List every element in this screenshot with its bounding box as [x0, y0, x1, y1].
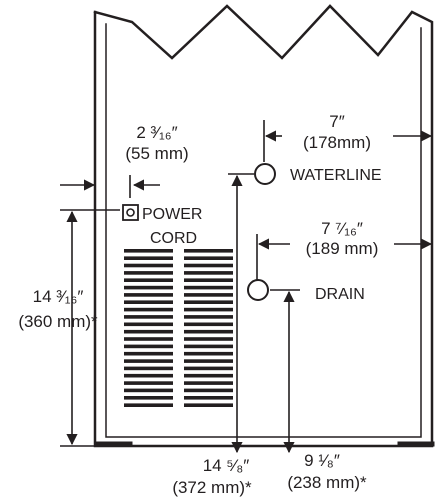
vent-slat: [184, 373, 233, 378]
vent-slat: [124, 388, 173, 393]
vent-slat: [184, 300, 233, 304]
waterline-height-imperial: 14 ⁵⁄₈″: [203, 456, 250, 475]
vent-louvers: [124, 249, 233, 407]
vent-slat: [184, 271, 233, 275]
cabinet-inner-wall: [105, 23, 422, 438]
vent-slat: [124, 351, 173, 356]
power-cord-label-line2: CORD: [150, 230, 197, 247]
vent-slat: [124, 300, 173, 304]
waterline-offset-metric: (178mm): [303, 133, 371, 152]
power-cord-icon: [126, 208, 135, 217]
vent-slat: [124, 344, 173, 349]
vent-slat: [124, 285, 173, 290]
drain-offset-metric: (189 mm): [306, 239, 379, 258]
waterline-offset-imperial: 7″: [329, 112, 344, 131]
waterline-label: WATERLINE: [290, 167, 382, 184]
cabinet-outline: [93, 4, 434, 448]
vent-slat: [124, 256, 173, 260]
vent-slat: [184, 351, 233, 356]
vent-slat: [124, 381, 173, 385]
drain-height-imperial: 9 ¹⁄₈″: [304, 451, 340, 470]
vent-slat: [124, 307, 173, 312]
vent-slat: [184, 388, 233, 393]
vent-slat: [124, 373, 173, 378]
vent-slat: [184, 249, 233, 253]
vent-slat: [124, 396, 173, 400]
vent-slat: [124, 322, 173, 327]
vent-slat: [184, 359, 233, 363]
waterline-fitting-icon: [254, 163, 276, 185]
vent-slat: [124, 263, 173, 268]
vent-slat: [184, 344, 233, 349]
vent-slat: [184, 256, 233, 260]
vent-slat: [124, 366, 173, 371]
cord-offset-metric: (55 mm): [125, 144, 188, 163]
vent-slat: [184, 293, 233, 297]
vent-slat: [124, 293, 173, 297]
drain-height-metric: (238 mm)*: [287, 473, 367, 492]
drain-offset-imperial: 7 ⁷⁄₁₆″: [321, 219, 363, 238]
drain-label: DRAIN: [315, 286, 365, 303]
vent-slat: [184, 329, 233, 334]
vent-slat: [124, 278, 173, 282]
vent-slat: [124, 315, 173, 319]
cord-offset-imperial: 2 ³⁄₁₆″: [136, 123, 177, 142]
vent-slat: [184, 337, 233, 341]
vent-slat: [184, 381, 233, 385]
vent-slat: [124, 337, 173, 341]
cord-height-metric: (360 mm)*: [18, 312, 98, 331]
vent-slat: [184, 263, 233, 268]
vent-slat: [184, 322, 233, 327]
vent-slat: [124, 249, 173, 253]
vent-slat: [184, 285, 233, 290]
vent-slat: [184, 307, 233, 312]
vent-slat: [124, 271, 173, 275]
vent-slat: [124, 329, 173, 334]
vent-slat: [124, 403, 173, 407]
vent-slat: [184, 366, 233, 371]
drain-fitting-icon: [247, 279, 269, 301]
power-cord-box-icon: [122, 204, 139, 221]
vent-slat: [184, 403, 233, 407]
vent-slat: [184, 278, 233, 282]
cord-height-imperial: 14 ³⁄₁₆″: [33, 287, 84, 306]
power-cord-label-line1: POWER: [142, 206, 202, 223]
waterline-height-metric: (372 mm)*: [172, 478, 252, 497]
vent-slat: [184, 396, 233, 400]
vent-slat: [124, 359, 173, 363]
vent-slat: [184, 315, 233, 319]
